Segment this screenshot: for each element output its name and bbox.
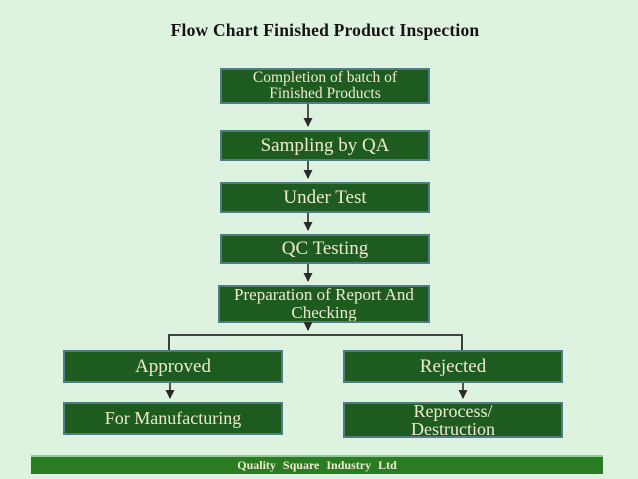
flow-step-label: QC Testing [281,238,369,259]
flow-step-label: Under Test [283,186,367,208]
footer-bar: Quality Square Industry Ltd [31,455,603,474]
flow-step-label: Rejected [419,355,487,377]
flow-step-qc-testing: QC Testing [220,234,430,264]
footer-label: Quality Square Industry Ltd [237,458,397,472]
flow-step-label: Finished Products [269,85,381,102]
flow-step-completion: Completion of batch of Finished Products [220,68,430,104]
flow-step-reprocess-destruction: Reprocess/ Destruction [343,402,563,438]
flow-step-rejected: Rejected [343,350,563,383]
flow-step-label: Reprocess/ [413,402,493,421]
flow-step-for-manufacturing: For Manufacturing [63,402,283,435]
flow-step-label: Completion of batch of [252,69,398,86]
flow-step-label: Checking [291,303,357,322]
flow-step-label: Approved [135,355,211,377]
page-title: Flow Chart Finished Product Inspection [170,20,480,40]
flow-step-label: For Manufacturing [104,408,242,428]
flow-step-label: Sampling by QA [260,134,390,156]
flow-step-label: Destruction [411,419,495,438]
flow-step-label: Preparation of Report And [234,285,414,304]
flow-step-under-test: Under Test [220,182,430,213]
flow-step-sampling-by-qa: Sampling by QA [220,130,430,161]
flow-step-approved: Approved [63,350,283,383]
flow-step-preparation-report: Preparation of Report And Checking [218,285,430,323]
branch-line [168,334,463,350]
